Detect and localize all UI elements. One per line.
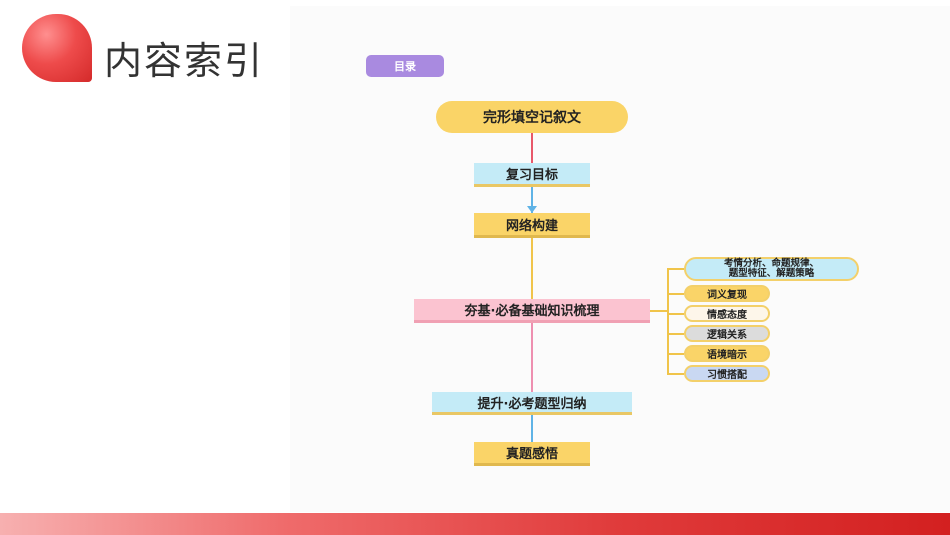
toc-tag: 目录 xyxy=(366,55,444,77)
page-title: 内容索引 xyxy=(104,39,265,83)
root-node: 完形填空记叙文 xyxy=(436,101,628,133)
node-basic-knowledge: 夯基·必备基础知识梳理 xyxy=(414,299,650,323)
branch-tick-1 xyxy=(667,268,684,270)
arrow-down-icon xyxy=(527,206,537,213)
branch-exam-analysis-line1: 考情分析、命题规律、 xyxy=(723,258,819,269)
node-review-goals: 复习目标 xyxy=(474,163,590,187)
branch-emotion: 情感态度 xyxy=(684,305,770,322)
connector-root-n1 xyxy=(531,133,533,165)
branch-context: 语境暗示 xyxy=(684,345,770,362)
connector-n3-n4 xyxy=(531,322,533,392)
branch-spine xyxy=(667,268,669,375)
connector-n2-n3 xyxy=(531,238,533,300)
branch-tick-5 xyxy=(667,353,684,355)
branch-tick-6 xyxy=(667,373,684,375)
branch-word-repeat: 词义复现 xyxy=(684,285,770,302)
branch-exam-analysis-line2: 题型特征、解题策略 xyxy=(728,268,815,279)
branch-logic: 逻辑关系 xyxy=(684,325,770,342)
branch-collocation: 习惯搭配 xyxy=(684,365,770,382)
bottom-accent-bar xyxy=(0,513,950,535)
branch-tick-2 xyxy=(667,293,684,295)
branch-stem xyxy=(650,310,668,312)
branch-tick-4 xyxy=(667,333,684,335)
branch-exam-analysis: 考情分析、命题规律、 题型特征、解题策略 xyxy=(684,257,859,281)
node-real-exam: 真题感悟 xyxy=(474,442,590,466)
connector-n1-n2 xyxy=(531,186,533,213)
brand-blob-icon xyxy=(22,14,92,82)
branch-tick-3 xyxy=(667,313,684,315)
node-question-types: 提升·必考题型归纳 xyxy=(432,392,632,415)
node-network-build: 网络构建 xyxy=(474,213,590,238)
connector-n4-n5 xyxy=(531,414,533,443)
